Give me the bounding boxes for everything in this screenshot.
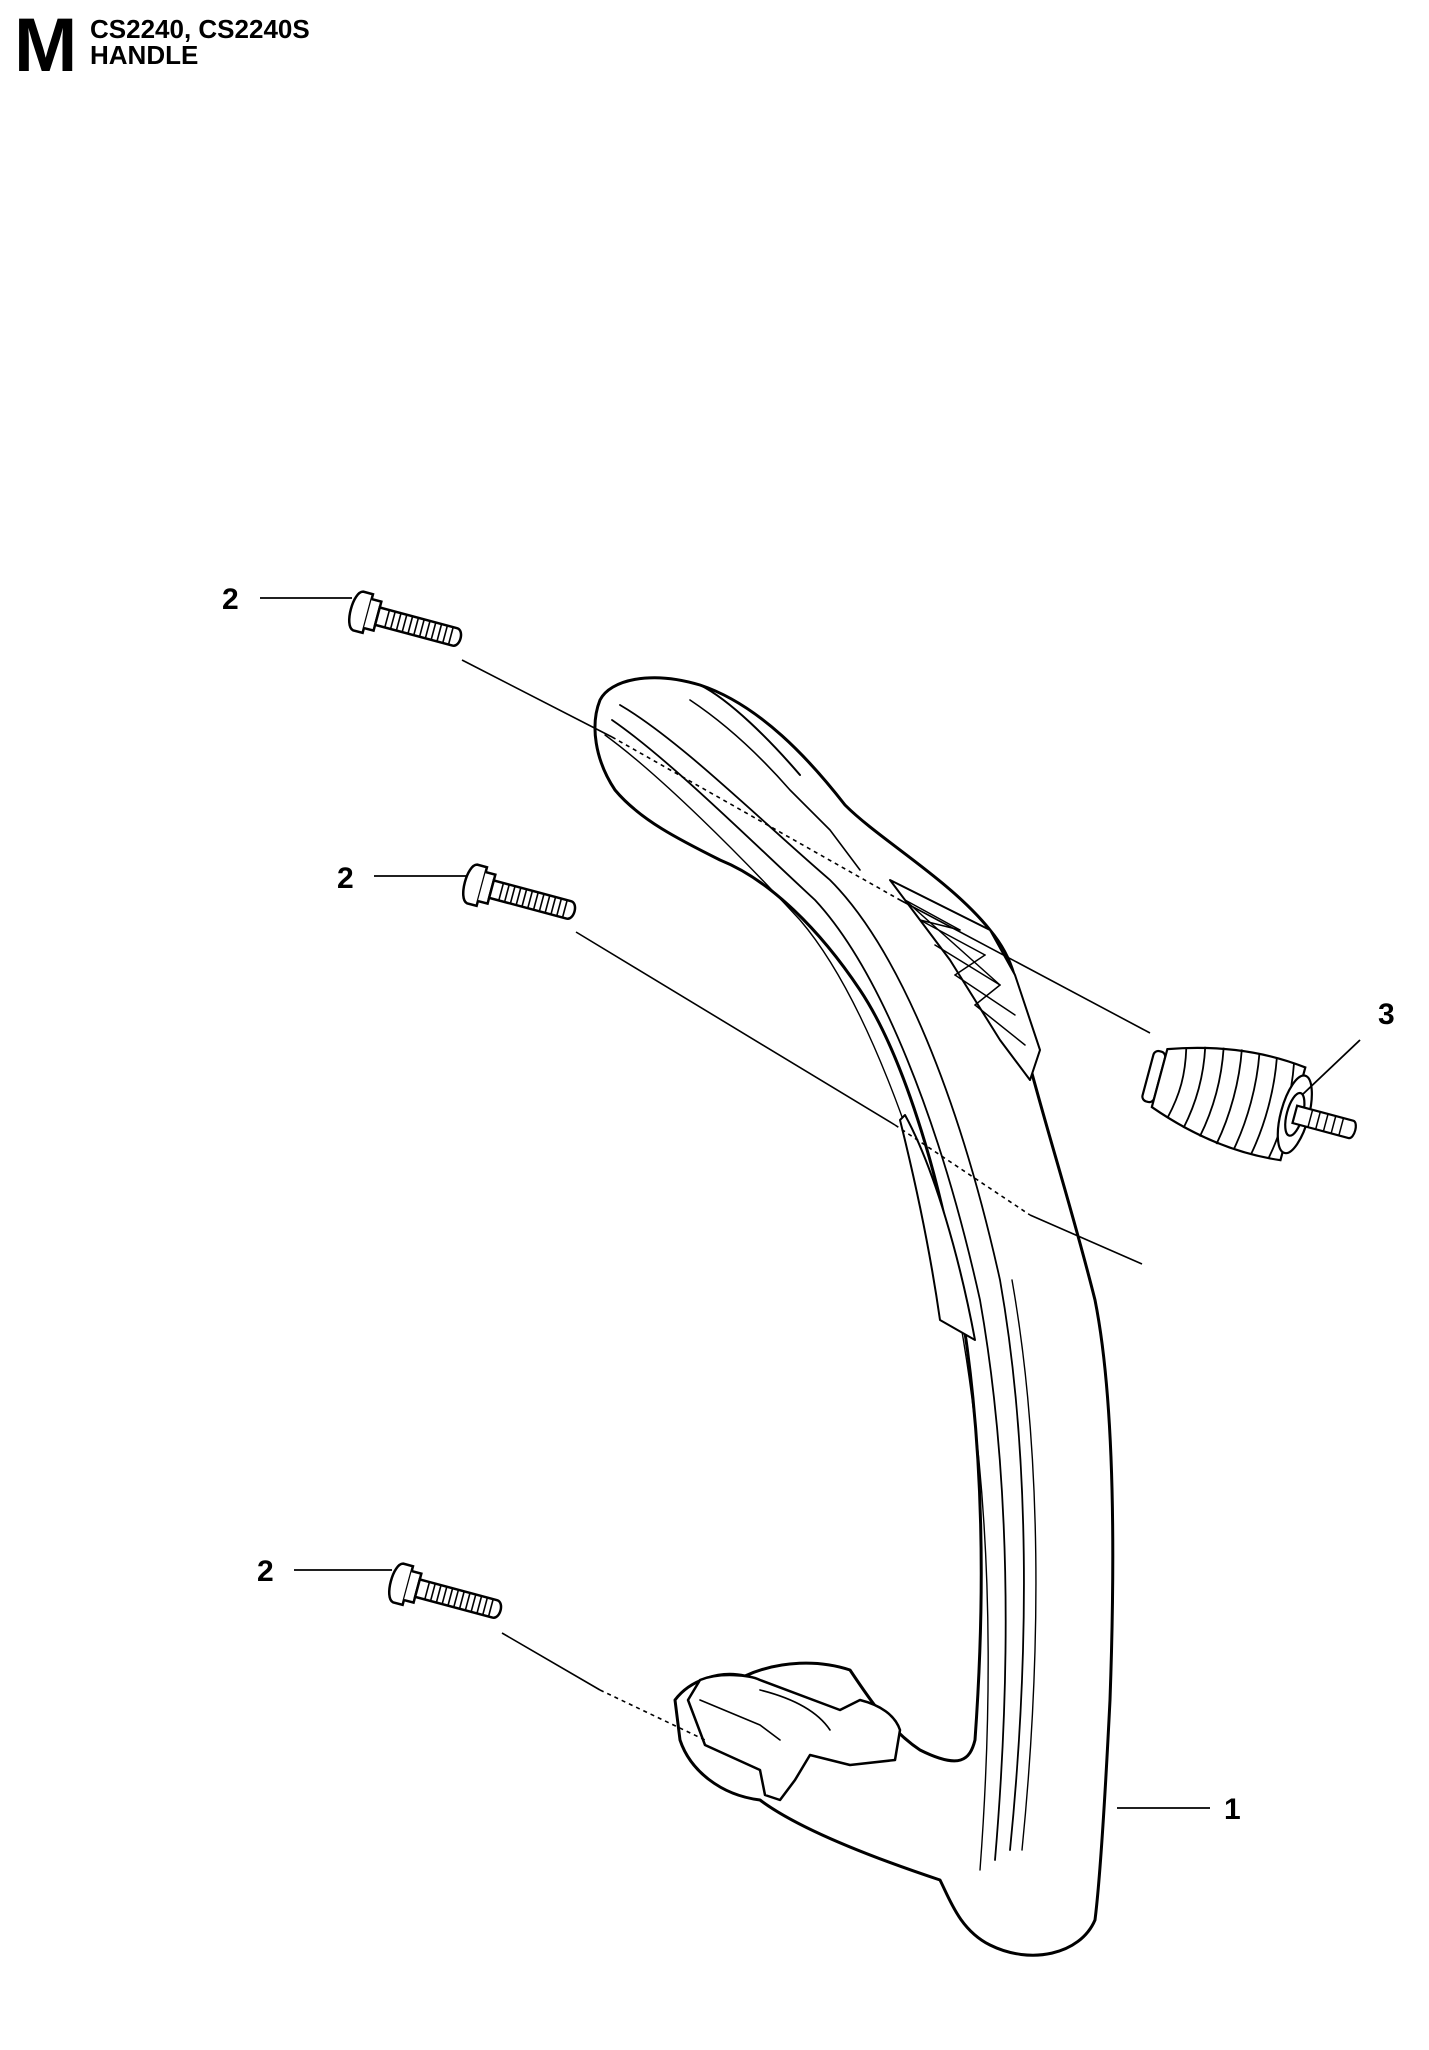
bolt-icon bbox=[458, 861, 581, 932]
header-titles: CS2240, CS2240S HANDLE bbox=[90, 16, 310, 68]
bolt-icon bbox=[384, 1560, 507, 1631]
bolt-icon bbox=[344, 588, 467, 659]
callout-bolt-top: 2 bbox=[222, 583, 239, 616]
callout-leaders bbox=[260, 597, 1361, 1809]
front-handle-icon bbox=[593, 676, 1115, 1957]
section-title: HANDLE bbox=[90, 40, 199, 70]
callout-bolt-bottom: 2 bbox=[257, 1555, 274, 1588]
model-numbers: CS2240, CS2240S bbox=[90, 14, 310, 44]
assembly-axis-lines bbox=[461, 659, 1151, 1741]
callout-front-handle: 1 bbox=[1224, 1793, 1241, 1826]
callout-bolt-middle: 2 bbox=[337, 862, 354, 895]
callout-vibration-damper: 3 bbox=[1378, 998, 1395, 1031]
spring-damper-icon bbox=[1141, 1046, 1357, 1162]
section-letter: M bbox=[14, 3, 78, 88]
